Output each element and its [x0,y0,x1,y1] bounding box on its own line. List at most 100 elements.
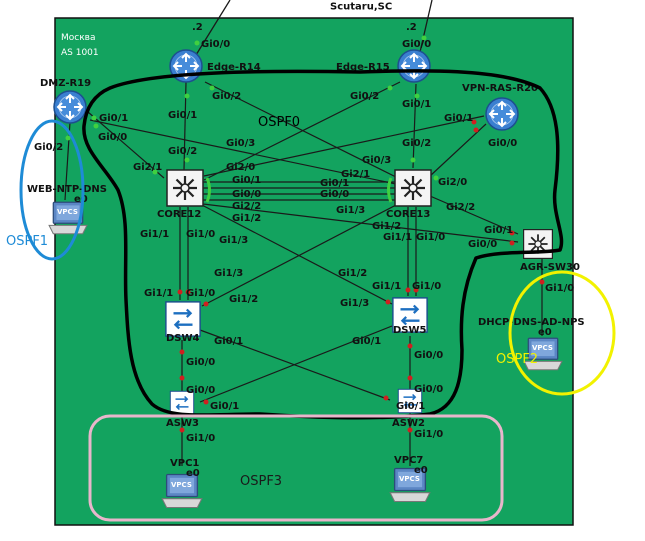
port-status-dots [65,35,545,433]
device-label-dsw4: DSW4 [166,333,200,344]
switch-dsw4[interactable]: DSW4 [164,300,202,344]
router-icon [53,90,87,124]
port-label: Gi0/1 [320,178,349,189]
port-label: Gi0/1 [210,401,239,412]
port-label: Gi0/0 [414,350,443,361]
switch-core13[interactable]: CORE13 [386,168,433,220]
device-label-vpc7: VPC7 [394,455,423,466]
port-label: Gi1/0 [186,288,215,299]
port-label: Gi2/0 [438,177,467,188]
port-label: Gi0/0 [320,189,349,200]
port-label: Gi1/3 [214,268,243,279]
device-label-vpn-ras-r20: VPN-RAS-R20 [462,83,538,94]
vpcs-badge: VPCS [57,208,78,216]
port-label: Gi0/0 [98,132,127,143]
switch-asw3[interactable]: ASW3 [166,390,199,429]
upstream-addr-left: .2 [192,22,203,33]
l3-switch-icon [393,168,433,208]
port-label: Gi1/0 [186,229,215,240]
vpcs-badge: VPCS [171,481,192,489]
port-label: Gi0/0 [468,239,497,250]
port-label: Gi1/0 [545,283,574,294]
router-vpn-ras-r20[interactable]: VPN-RAS-R20 [462,83,538,131]
l3-switch-icon [522,228,554,260]
port-label: Gi1/1 [372,281,401,292]
l3-switch-icon [165,168,205,208]
links [64,81,543,466]
port-label: Gi2/1 [133,162,162,173]
port-label: Gi0/0 [414,384,443,395]
ospf1-boundary [19,119,85,261]
switch-asw2[interactable]: ASW2 [392,388,425,429]
iface-label: e0 [538,327,552,338]
host-vpc1[interactable]: VPCS VPC1 e0 [161,458,203,509]
port-label: Gi0/1 [232,175,261,186]
device-label-web-ntp-dns: WEB-NTP-DNS [27,184,107,195]
device-label-asw2: ASW2 [392,418,425,429]
port-label: Gi1/2 [229,294,258,305]
port-label: Gi0/3 [362,155,391,166]
device-label-core13: CORE13 [386,209,430,220]
port-label: Gi1/0 [412,281,441,292]
port-label: Gi1/3 [219,235,248,246]
port-label: Gi0/2 [402,138,431,149]
port-label: Gi0/2 [212,91,241,102]
device-label-vpc1: VPC1 [170,458,199,469]
port-label: Gi0/2 [168,146,197,157]
port-label: Gi1/1 [144,288,173,299]
zone-label-ospf1: OSPF1 [6,234,48,249]
port-label: Gi0/1 [402,99,431,110]
router-edge-r14[interactable]: Edge-R14 [169,49,261,83]
iface-label: e0 [74,194,88,205]
device-label-agr-sw30: AGR-SW30 [520,262,580,273]
port-label: Gi0/0 [232,189,261,200]
port-label: Gi1/0 [414,429,443,440]
zone-label-ospf0: OSPF0 [258,115,300,130]
port-label: Gi1/3 [336,205,365,216]
router-icon [397,49,431,83]
upstream-addr-right: .2 [406,22,417,33]
port-label: Gi0/0 [201,39,230,50]
ospf0-boundary [82,69,564,420]
as-city-label: Москва [61,33,95,43]
host-web-ntp-dns[interactable]: VPCS WEB-NTP-DNS e0 [27,184,107,235]
port-label: Gi1/1 [140,229,169,240]
port-label: Gi1/0 [416,232,445,243]
port-label: Gi1/3 [340,298,369,309]
vpcs-badge: VPCS [532,344,553,352]
core-link-bars [205,177,393,203]
ospf2-boundary [508,270,616,396]
router-edge-r15[interactable]: Edge-R15 [336,49,431,83]
vpcs-icon [161,473,203,509]
device-label-dhcp-dns-ad-nps: DHCP-DNS-AD-NPS [478,317,585,328]
port-label: Gi0/3 [226,138,255,149]
switch-agr-sw30[interactable]: AGR-SW30 [520,228,580,273]
router-dmz-r19[interactable]: DMZ-R19 [40,78,91,124]
host-vpc7[interactable]: VPCS VPC7 e0 [389,455,431,503]
port-label: Gi0/1 [214,336,243,347]
switch-dsw5[interactable]: DSW5 [391,296,429,336]
port-label: Gi0/0 [186,385,215,396]
router-icon [485,97,519,131]
device-label-dmz-r19: DMZ-R19 [40,78,91,89]
host-dhcp-dns-ad-nps[interactable]: VPCS DHCP-DNS-AD-NPS e0 [478,317,585,371]
device-label-core12: CORE12 [157,209,201,220]
port-label: Gi0/2 [350,91,379,102]
port-label: Gi2/2 [232,201,261,212]
device-label-edge-r14: Edge-R14 [207,62,261,73]
port-label: Gi0/1 [168,110,197,121]
port-label: Gi0/1 [444,113,473,124]
as-area [54,17,574,526]
port-label: Gi1/2 [338,268,367,279]
port-label: Gi0/1 [352,336,381,347]
port-label: Gi1/2 [372,221,401,232]
port-label: Gi0/0 [186,357,215,368]
port-label: Gi0/0 [402,39,431,50]
switch-core12[interactable]: CORE12 [157,168,205,220]
port-label: Gi2/2 [446,202,475,213]
ospf3-boundary [88,414,504,522]
port-label: Gi2/0 [226,162,255,173]
iface-label: e0 [414,465,428,476]
zone-label-ospf2: OSPF2 [496,352,538,367]
